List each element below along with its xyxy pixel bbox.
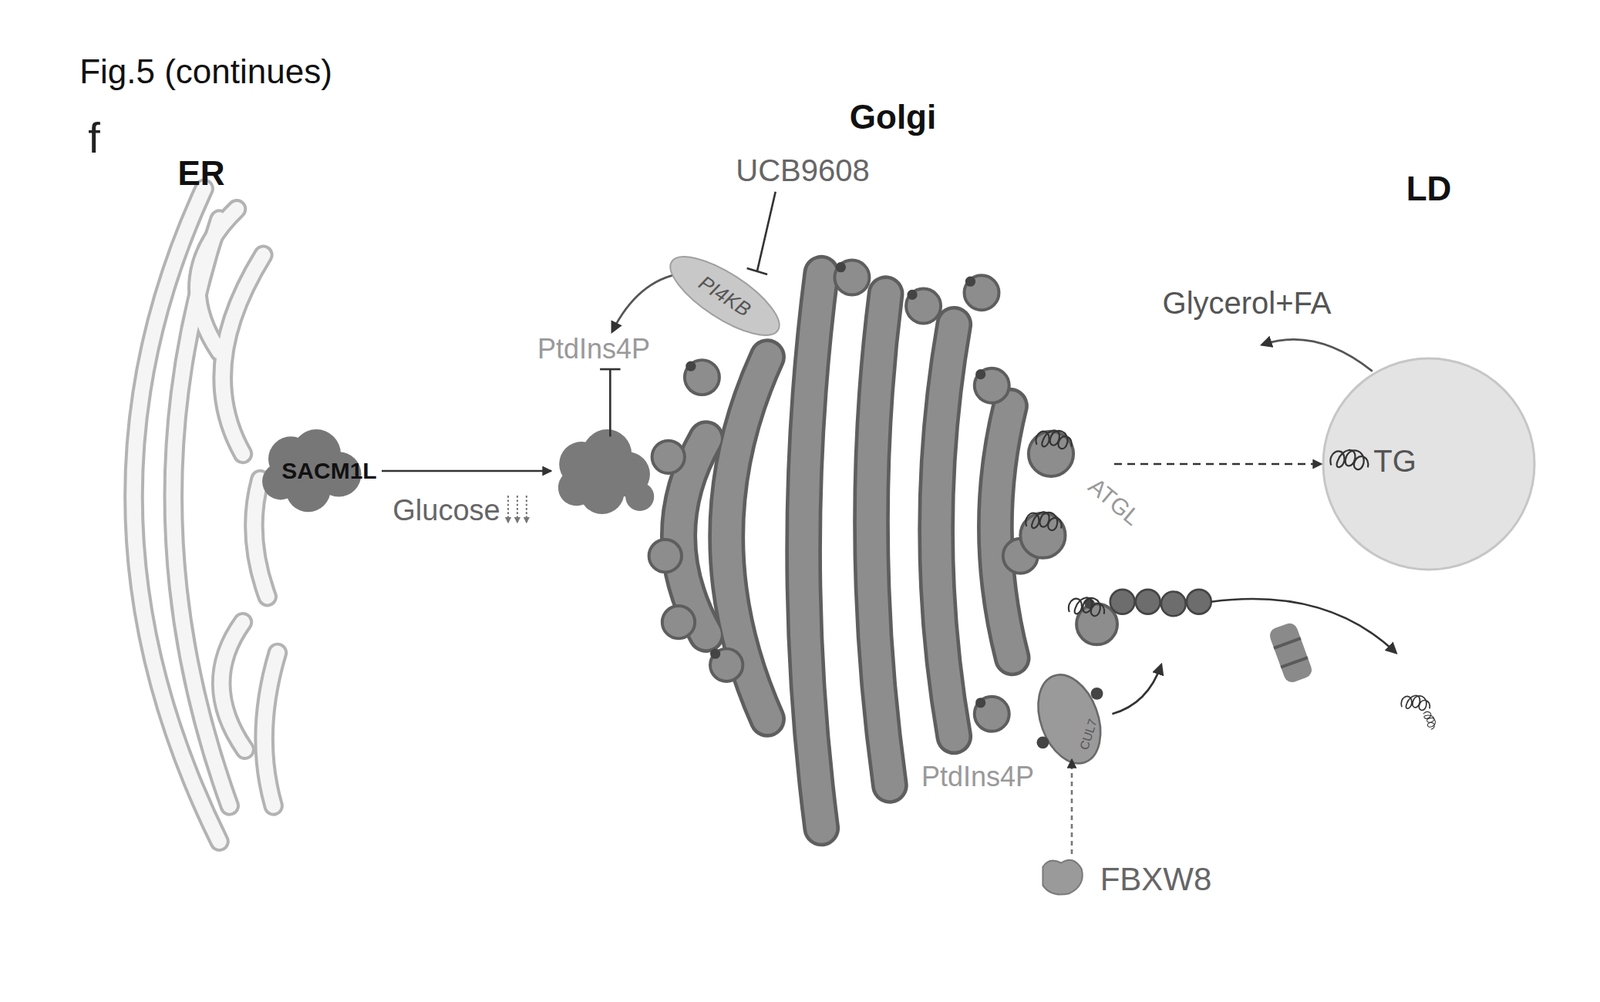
protein-lobe [625,482,654,512]
ubiquitin [1135,589,1161,615]
golgi-sacm1l-protein [558,429,654,515]
vesicle [710,649,743,682]
lipolysis-arrow [1262,339,1373,371]
vesicle-dot [835,262,846,273]
vesicle-dot [965,276,976,287]
atgl-proteins [1025,430,1105,617]
vesicle [662,606,695,639]
connector-arrow [381,470,552,473]
protein-label: ATGL [1084,474,1145,530]
fbxw8-protein [1042,860,1082,896]
protein-node: SACM1L [269,443,382,499]
protein-lobe [558,469,596,507]
degradation-arrow [1211,599,1397,654]
lipid-label: PtdIns4P [537,335,651,364]
node-text: Golgi [849,100,937,135]
node-text: SACM1L [281,459,377,483]
ubiquitin [1161,592,1186,617]
cul7-complex [1027,666,1112,772]
inhibition-line [609,369,612,437]
er-membrane [133,188,277,843]
product-label: Glycerol+FA [1162,287,1332,319]
proteasome-body [1267,621,1314,685]
proteasome [1267,621,1314,685]
inhibition-bar [747,268,768,275]
connector-arrow [1071,759,1074,855]
figure-title: Fig.5 (continues) [79,54,333,89]
node-text: ER [177,156,225,191]
cul7-dot [1091,687,1104,701]
inhibition-ptdins4p [599,369,620,437]
vesicle [649,539,682,573]
fragment [1421,710,1439,731]
protein-node: FBXW8 [1037,854,1211,906]
node-text: TG [1373,445,1417,477]
atgl-protein [1068,597,1105,617]
synthesis-arrow [612,273,682,332]
glucose-decrease-arrows [508,495,527,523]
ubiquitin [1186,589,1212,615]
node-text: FBXW8 [1100,863,1213,896]
kinase-ellipse-shape [659,242,790,350]
protein-node: CUL7 [1040,682,1103,760]
er-lumen [133,188,277,843]
inhibitor-label: UCB9608 [735,154,870,186]
vesicle-dot [685,360,696,371]
ubiquitin-chain [1110,589,1212,617]
droplet-outline [1321,357,1536,572]
atgl-protein [1036,430,1072,449]
lipid-label: PtdIns4P [921,763,1035,792]
vesicle-dot [975,369,986,380]
cell-drawing [133,188,1439,896]
vesicle [684,360,720,395]
ubiquitination-arrow [1111,665,1162,715]
vesicle [834,259,870,295]
golgi-cisterna [678,273,1013,829]
vesicle-dot [710,649,721,660]
vesicle [974,697,1010,732]
organelle-label: LD [1406,171,1452,206]
connector-arrow [1114,463,1322,466]
down-arrow [525,495,528,523]
organelle-region: ERSACM1L [115,150,347,853]
ubiquitin [1110,589,1136,615]
inhibition-line [757,192,776,272]
fragment [1401,695,1430,711]
cul7-blob [1027,666,1112,772]
proteasome-ring [1280,657,1308,668]
golgi-vesicles [649,259,1118,731]
vesicle-dot [906,289,917,300]
down-arrow [507,495,509,523]
kinase-ellipse: PI4KB [659,265,791,327]
atgl-protein [1025,512,1062,531]
vesicle [652,441,685,474]
down-arrow [516,495,519,523]
edge-label: Glucose [392,495,500,526]
vesicle [906,288,941,324]
lipid-droplet: TG [1321,357,1536,572]
atgl-protein [1330,450,1368,470]
inhibition-ucb9608 [747,192,776,275]
vesicle-dot [975,697,986,708]
cul7-dot [1036,736,1049,749]
vesicle [974,368,1010,404]
proteasome-ring [1273,638,1301,649]
node-text: CUL7 [1077,717,1100,752]
panel-letter: f [87,116,101,160]
inhibition-bar [599,368,620,371]
golgi-cisterna-outline [678,273,1013,829]
vesicle [964,275,1000,310]
degraded-fragments [1401,695,1439,731]
organelle-region: GolgiPI4KB CUL7 [551,92,1115,772]
droplet-circle [1323,358,1535,570]
